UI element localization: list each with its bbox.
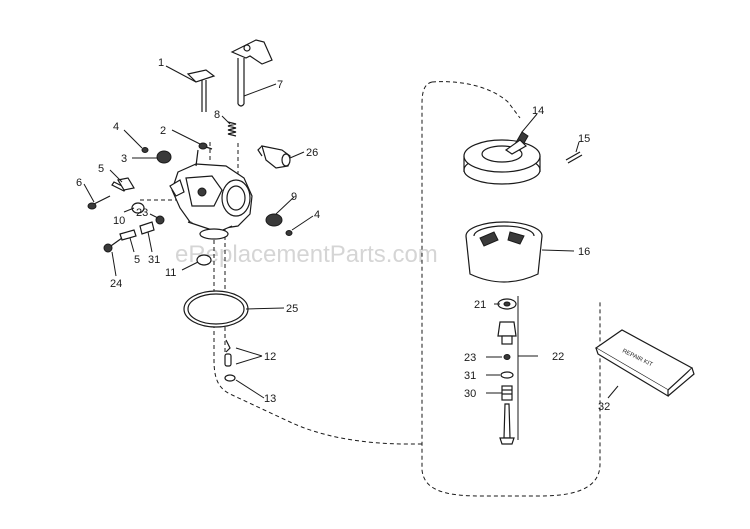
- part-23-31-30-right: [500, 354, 514, 401]
- part-1-throttle-shaft: [186, 69, 216, 112]
- callout-3: 3: [121, 153, 127, 165]
- callout-32: 32: [598, 401, 610, 413]
- part-15-hinge-pin: [565, 151, 583, 164]
- callout-2: 2: [160, 125, 166, 137]
- callout-9: 9: [291, 191, 297, 203]
- callout-11: 11: [165, 267, 176, 279]
- part-5-6-idle-screw: [87, 177, 145, 214]
- part-25-bowl-gasket: [183, 290, 249, 328]
- callout-1: 1: [158, 57, 164, 69]
- callout-4b: 4: [314, 209, 320, 221]
- callout-16: 16: [578, 246, 590, 258]
- callout-24: 24: [110, 278, 122, 290]
- callout-4a: 4: [113, 121, 119, 133]
- callout-26: 26: [306, 147, 318, 159]
- callout-31b: 31: [464, 370, 476, 382]
- callout-12: 12: [264, 351, 276, 363]
- part-26-fuel-inlet: [257, 145, 291, 169]
- part-22-bracket: [517, 296, 538, 440]
- callout-23b: 23: [464, 352, 476, 364]
- part-21-gasket: [497, 298, 517, 310]
- callout-22: 22: [552, 351, 564, 363]
- callout-7: 7: [277, 79, 283, 91]
- part-9-throttle-plate: [265, 213, 293, 236]
- part-8-spring: [227, 121, 237, 137]
- part-12-13-float-pin: [224, 339, 236, 382]
- callout-8: 8: [214, 109, 220, 121]
- callout-10: 10: [113, 215, 125, 227]
- callout-31a: 31: [148, 254, 160, 266]
- callout-21: 21: [474, 299, 486, 311]
- carburetor-body: [169, 149, 253, 240]
- callout-5b: 5: [134, 254, 140, 266]
- part-11-o-ring: [196, 254, 212, 266]
- callout-6: 6: [76, 177, 82, 189]
- part-2-screw: [198, 142, 213, 150]
- part-7-throttle-lever: [230, 39, 273, 107]
- part-32-repair-kit: REPAIR KIT: [594, 329, 695, 398]
- part-14-float: [463, 131, 541, 185]
- part-3-choke-plate: [141, 147, 172, 164]
- callout-5a: 5: [98, 163, 104, 175]
- callout-15: 15: [578, 133, 590, 145]
- callout-25: 25: [286, 303, 298, 315]
- bowl-fitting: [497, 321, 517, 345]
- callout-23a: 23: [136, 207, 148, 219]
- main-needle: [499, 403, 515, 445]
- assembly-dashed-lines: [140, 81, 601, 497]
- part-16-float-bowl: [465, 221, 543, 283]
- callout-13: 13: [264, 393, 276, 405]
- callout-14: 14: [532, 105, 544, 117]
- leader-lines: [83, 65, 619, 399]
- callout-30: 30: [464, 388, 476, 400]
- watermark: eReplacementParts.com: [175, 241, 438, 268]
- callout-labels: 1 2 3 4 4 5 5 6 7 8 9 10 11 12 13 14 15 …: [76, 57, 610, 413]
